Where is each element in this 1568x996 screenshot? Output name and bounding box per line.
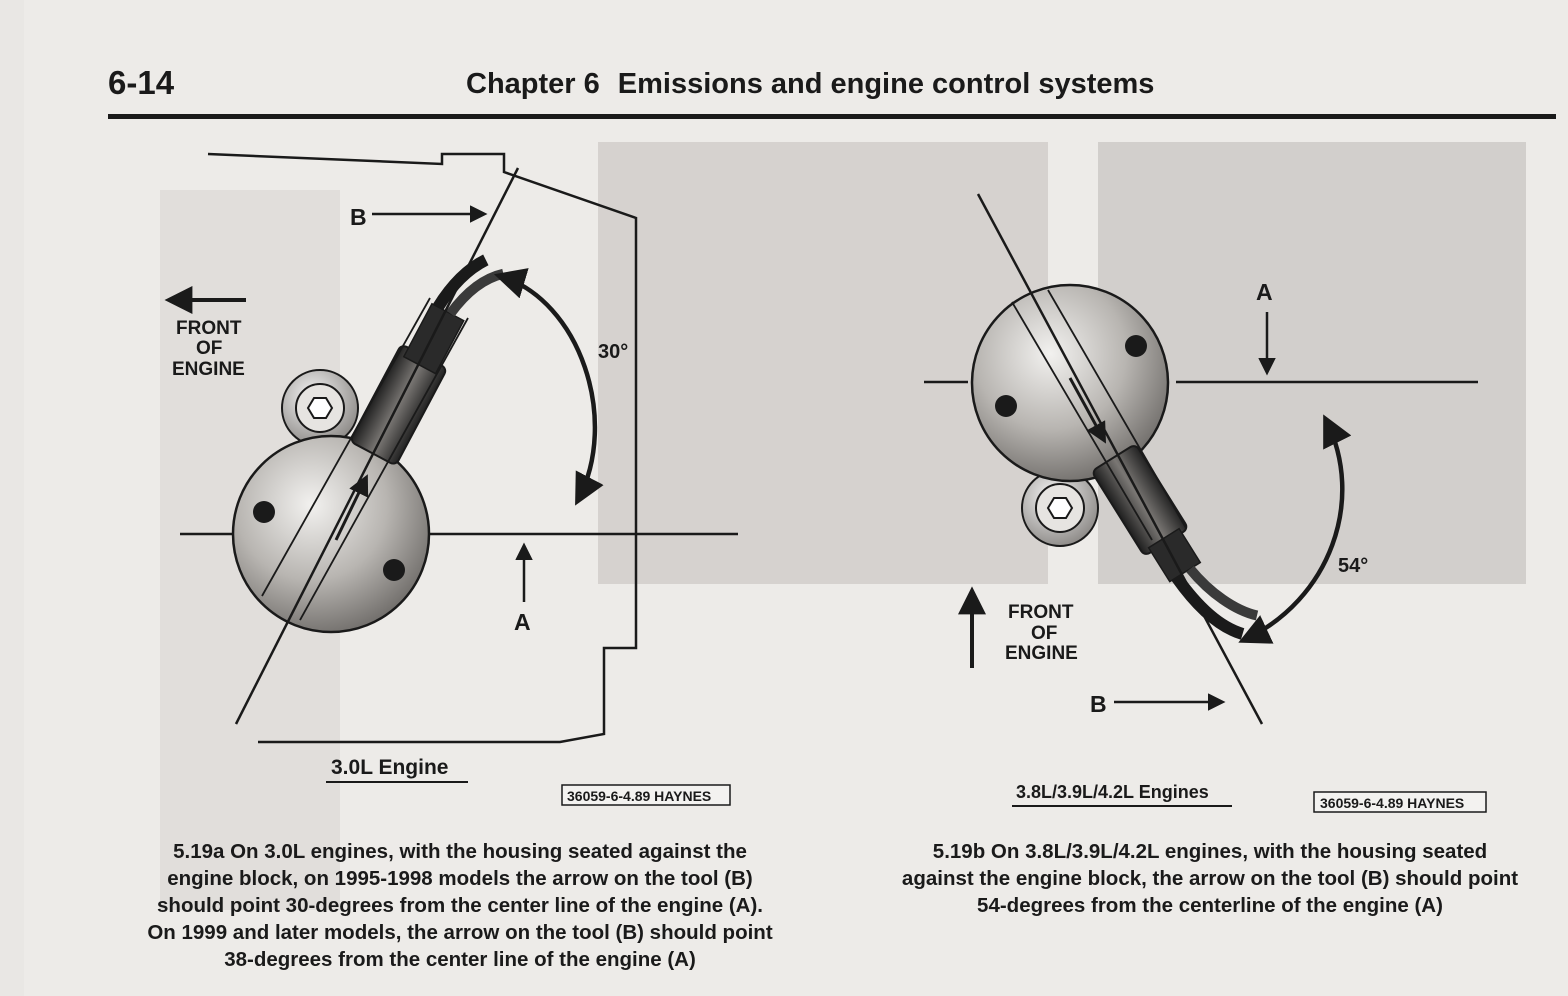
angle-label-b: 54° [1338, 555, 1368, 577]
caption-a-line: engine block, on 1995-1998 models the ar… [167, 867, 753, 890]
tool-line-left-b [1011, 301, 1153, 541]
stamp-text-a: 36059-6-4.89 HAYNES [567, 788, 711, 804]
stamp-text-b: 36059-6-4.89 HAYNES [1320, 795, 1464, 811]
figure-b-diagram: A B FRONT OF ENGINE 54° 3.8L/3.9L/4.2L E… [924, 193, 1487, 813]
label-b-b: B [1090, 691, 1107, 717]
tool-line-right-a [299, 317, 469, 621]
bolt-icon [281, 369, 359, 447]
front-label-line2-a: OF [196, 338, 222, 359]
chapter-name: Emissions and engine control systems [617, 68, 1155, 100]
sensor-housing-disc [970, 283, 1170, 483]
caption-a-line: 5.19a On 3.0L engines, with the housing … [173, 840, 747, 863]
tool-arrow-a [334, 474, 369, 541]
label-a-b: A [1256, 279, 1273, 305]
front-label-line1-a: FRONT [176, 318, 242, 339]
tool-line-right-b [1047, 289, 1187, 529]
front-label-line3-b: ENGINE [1005, 643, 1078, 664]
angle-label-a: 30° [598, 341, 628, 363]
engine-label-b: 3.8L/3.9L/4.2L Engines [1016, 782, 1209, 802]
tool-line-left-a [261, 297, 431, 597]
caption-a-line: 38-degrees from the center line of the e… [224, 948, 696, 971]
sensor-body [350, 254, 505, 465]
caption-a-line: On 1999 and later models, the arrow on t… [147, 921, 773, 944]
tool-arrow-b [1068, 377, 1107, 444]
figure-a-caption: 5.19a On 3.0L engines, with the housing … [100, 838, 820, 973]
chapter-label: Chapter 6 [466, 68, 600, 100]
caption-a-line: should point 30-degrees from the center … [157, 894, 763, 917]
page-number: 6-14 [108, 64, 175, 101]
tool-line-outer-a [234, 167, 520, 725]
angle-arc-a [493, 268, 604, 506]
caption-b-line: 54-degrees from the centerline of the en… [977, 894, 1443, 917]
engine-label-a: 3.0L Engine [331, 756, 448, 779]
stamp-box-a [561, 784, 731, 806]
front-label-line3-a: ENGINE [172, 359, 245, 380]
header-rule [108, 114, 1556, 119]
angle-arc-b [1238, 414, 1352, 644]
caption-b-line: 5.19b On 3.8L/3.9L/4.2L engines, with th… [932, 840, 1488, 863]
figure-b-caption: 5.19b On 3.8L/3.9L/4.2L engines, with th… [860, 838, 1560, 919]
tool-line-outer-b [976, 193, 1264, 725]
bolt-icon [1021, 469, 1099, 547]
engine-block-outline [207, 152, 638, 744]
label-b-a: B [350, 204, 367, 230]
stamp-box-b [1313, 791, 1487, 813]
caption-b-line: against the engine block, the arrow on t… [901, 867, 1519, 890]
label-a-a: A [514, 609, 531, 635]
front-label-line2-b: OF [1031, 623, 1057, 644]
chapter-title: Chapter 6 Emissions and engine control sy… [466, 68, 1154, 101]
figure-a-diagram: B A FRONT OF ENGINE 30° 3.0L Engine 3605… [164, 152, 738, 806]
front-label-line1-b: FRONT [1008, 602, 1074, 623]
